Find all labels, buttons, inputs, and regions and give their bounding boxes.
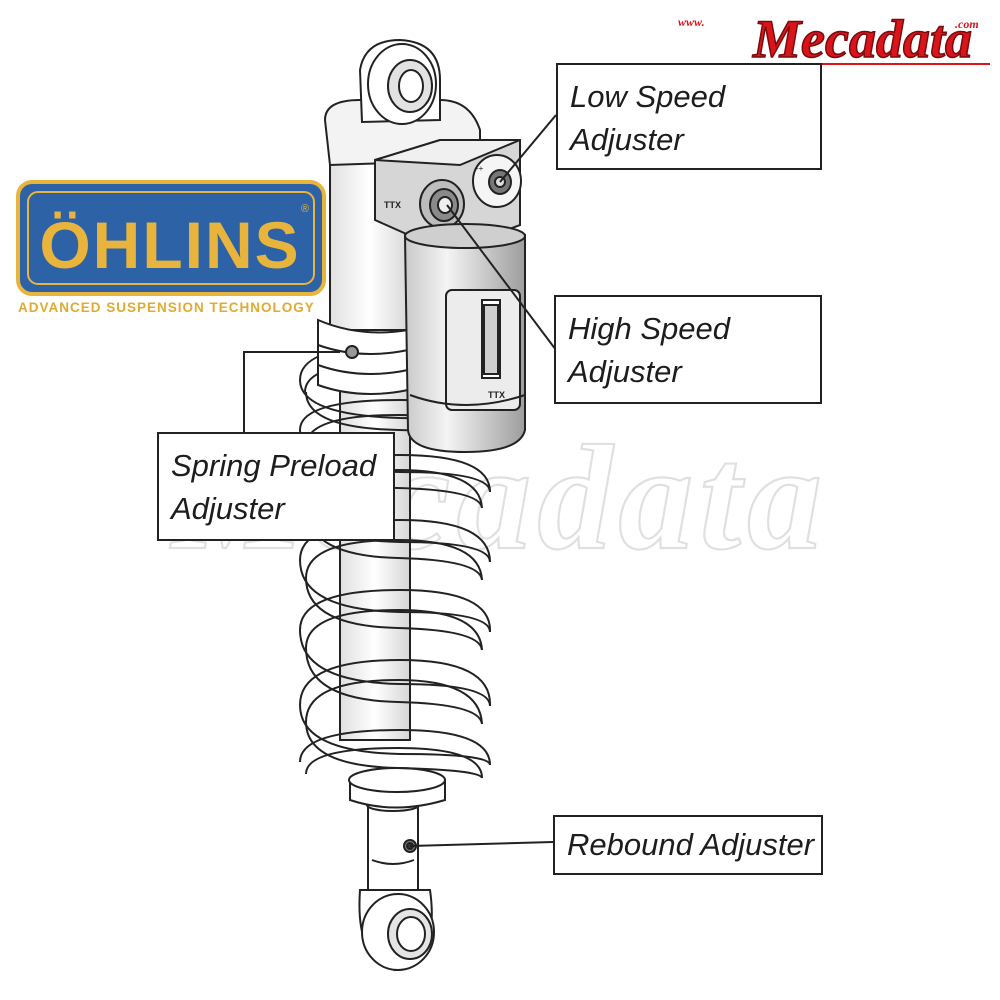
ohlins-logo: ÖHLINS ® (16, 180, 326, 296)
svg-text:TTX: TTX (488, 390, 505, 400)
spring-preload-label-line1: Spring Preload (171, 448, 377, 483)
low-speed-label-line2: Adjuster (570, 122, 684, 157)
spring-preload-adjuster-callout: Spring Preload Adjuster (157, 432, 395, 541)
lower-rod (366, 798, 420, 896)
ohlins-tagline: ADVANCED SUSPENSION TECHNOLOGY (18, 300, 315, 315)
high-speed-leader (446, 204, 557, 351)
high-speed-adjuster-callout: High Speed Adjuster (554, 295, 822, 404)
svg-text:www.: www. (678, 15, 705, 29)
svg-text:.com: .com (955, 17, 979, 31)
preload-ring (317, 318, 409, 395)
rebound-label: Rebound Adjuster (567, 827, 815, 862)
high-speed-label-line2: Adjuster (568, 354, 682, 389)
mecadata-logo: Mecadata www. .com (610, 8, 990, 70)
low-speed-leader (499, 114, 557, 183)
callout-leader-lines (243, 114, 557, 847)
bottom-eye (358, 889, 435, 972)
bottom-spring-seat (348, 767, 446, 809)
spring-preload-label-line2: Adjuster (171, 491, 285, 526)
low-speed-label-line1: Low Speed (570, 79, 726, 114)
svg-text:®: ® (301, 203, 309, 215)
top-eye (358, 38, 441, 125)
rebound-adjuster-callout: Rebound Adjuster (553, 815, 823, 875)
reservoir-canister: TTX (403, 223, 526, 454)
svg-text:ÖHLINS: ÖHLINS (39, 208, 300, 282)
svg-text:Mecadata: Mecadata (752, 9, 972, 69)
high-speed-label-line1: High Speed (568, 311, 731, 346)
rebound-leader (409, 841, 554, 847)
low-speed-adjuster-callout: Low Speed Adjuster (556, 63, 822, 170)
preload-leader (243, 351, 340, 432)
svg-text:-+: -+ (476, 164, 484, 173)
svg-text:TTX: TTX (384, 200, 401, 210)
low-speed-adjuster-knob: -+ (472, 154, 522, 208)
high-speed-adjuster-knob (419, 179, 465, 229)
